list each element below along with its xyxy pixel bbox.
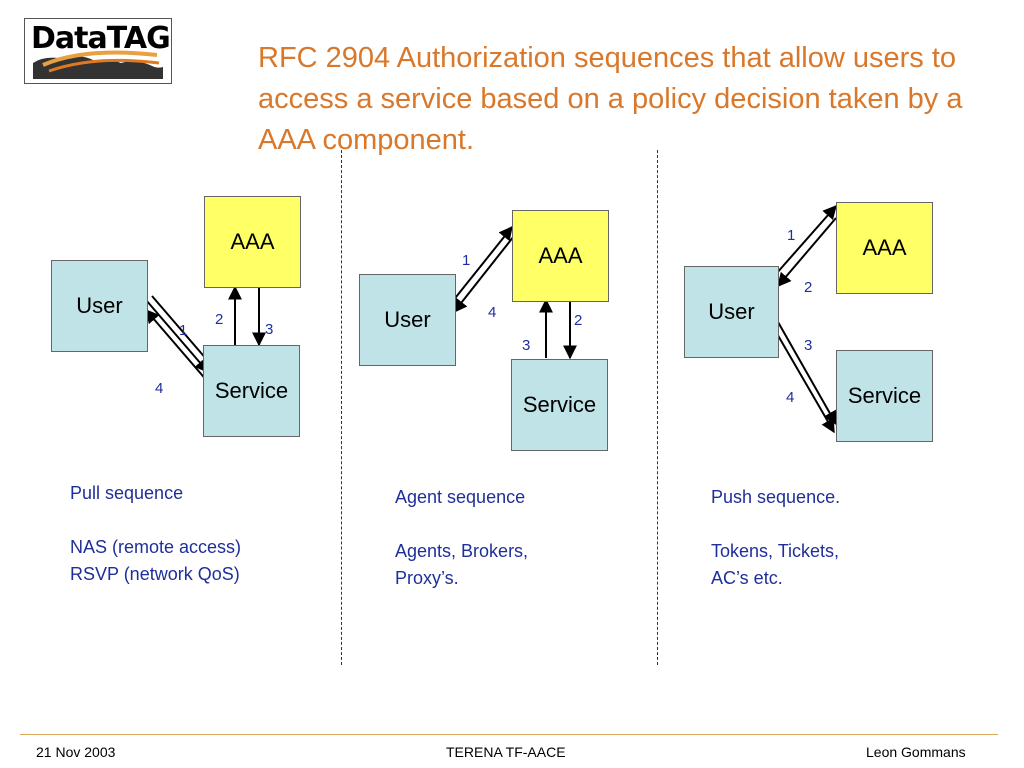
separator-1 xyxy=(341,150,342,665)
footer-event: TERENA TF-AACE xyxy=(446,744,566,760)
push-service-box: Service xyxy=(836,350,933,442)
agent-aaa-box: AAA xyxy=(512,210,609,302)
pull-service-box: Service xyxy=(203,345,300,437)
pull-caption-title: Pull sequence xyxy=(70,483,184,503)
pull-arrow-1 xyxy=(145,299,209,374)
datatag-logo: DataTAG xyxy=(24,18,172,84)
pull-step-2: 2 xyxy=(215,311,224,328)
push-aaa-label: AAA xyxy=(862,235,907,260)
push-user-label: User xyxy=(708,299,755,324)
pull-aaa-box: AAA xyxy=(204,196,301,288)
agent-step-2: 2 xyxy=(574,312,583,329)
footer-divider xyxy=(20,734,998,735)
agent-caption-title: Agent sequence xyxy=(395,487,526,507)
pull-step-3: 3 xyxy=(265,321,274,338)
push-user-box: User xyxy=(684,266,779,358)
push-service-label: Service xyxy=(847,383,922,408)
push-arrows xyxy=(775,204,837,434)
pull-step-4: 4 xyxy=(155,380,164,397)
agent-caption-line-3: Proxy’s. xyxy=(395,568,459,588)
logo-text: DataTAG xyxy=(31,21,171,56)
pull-caption-line-3: RSVP (network QoS) xyxy=(70,564,240,584)
pull-aaa-label: AAA xyxy=(230,229,275,254)
pull-user-label: User xyxy=(76,293,123,318)
agent-arrow-4 xyxy=(453,235,515,314)
push-aaa-box: AAA xyxy=(836,202,933,294)
pull-user-box: User xyxy=(51,260,148,352)
agent-caption: Agent sequence Agents, Brokers, Proxy’s. xyxy=(395,484,528,592)
footer-date: 21 Nov 2003 xyxy=(36,744,116,760)
push-step-4: 4 xyxy=(786,389,795,406)
agent-service-box: Service xyxy=(511,359,608,451)
agent-step-3: 3 xyxy=(522,337,531,354)
push-step-1: 1 xyxy=(787,227,796,244)
agent-step-1: 1 xyxy=(462,252,471,269)
pull-service-label: Service xyxy=(214,378,289,403)
pull-arrow-4-a xyxy=(145,308,209,383)
slide-title: RFC 2904 Authorization sequences that al… xyxy=(258,42,963,156)
push-arrow-1 xyxy=(775,204,837,275)
agent-aaa-label: AAA xyxy=(538,243,583,268)
agent-user-box: User xyxy=(359,274,456,366)
agent-user-label: User xyxy=(384,307,431,332)
world-map-icon xyxy=(33,50,163,79)
push-step-3: 3 xyxy=(804,337,813,354)
footer-author: Leon Gommans xyxy=(866,744,966,760)
pull-step-1: 1 xyxy=(179,322,188,339)
separator-2 xyxy=(657,150,658,665)
push-caption-line-2: Tokens, Tickets, xyxy=(711,541,840,561)
pull-caption: Pull sequence NAS (remote access) RSVP (… xyxy=(70,480,241,588)
push-step-2: 2 xyxy=(804,279,813,296)
pull-caption-line-2: NAS (remote access) xyxy=(70,537,242,557)
agent-caption-line-2: Agents, Brokers, xyxy=(395,541,529,561)
agent-arrow-1 xyxy=(451,225,513,303)
push-caption-title: Push sequence. xyxy=(711,487,841,507)
agent-step-4: 4 xyxy=(488,304,497,321)
push-caption-line-3: AC’s etc. xyxy=(711,568,783,588)
push-caption: Push sequence. Tokens, Tickets, AC’s etc… xyxy=(711,484,840,592)
agent-service-label: Service xyxy=(522,392,597,417)
